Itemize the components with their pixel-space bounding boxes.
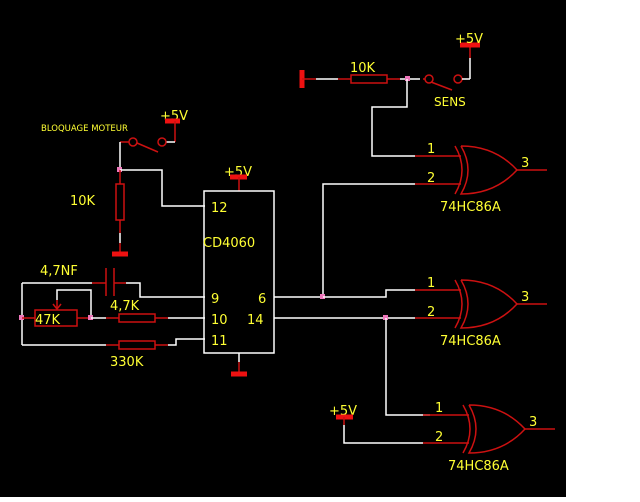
gate-pin-3: 3	[521, 156, 529, 171]
label-pot: 47K	[35, 313, 61, 328]
pin-6: 6	[258, 292, 266, 307]
pin-9: 9	[211, 292, 219, 307]
gate-body	[459, 279, 519, 329]
gate-pin-2: 2	[427, 171, 435, 186]
xor-gate: 1 2 3 74HC86A	[415, 276, 547, 349]
switch-block-lever	[136, 142, 159, 153]
label-vcc-sens: +5V	[455, 32, 483, 47]
junction-node	[405, 76, 410, 81]
resistor-330k	[118, 340, 156, 350]
label-switch-sens: SENS	[434, 95, 466, 109]
pin-14: 14	[247, 313, 264, 328]
resistor-10k-sens	[350, 74, 388, 84]
schematic-canvas: 10K +5V SENS BLOQUAGE MOTEUR +5V 10K	[0, 0, 566, 497]
gate-part-name: 74HC86A	[440, 200, 501, 215]
label-bloquage-moteur: BLOQUAGE MOTEUR	[41, 124, 128, 134]
label-r-sens: 10K	[350, 61, 376, 76]
oscillator-network: 4,7NF 47K 4,7K 330K	[19, 264, 205, 370]
xor-gates: 1 2 3 74HC86A 1 2 3 74HC86A 1 2 3 74HC86A	[415, 142, 555, 474]
gate-pin-1: 1	[427, 276, 435, 291]
pin-11: 11	[211, 334, 228, 349]
gate-pin-2: 2	[427, 305, 435, 320]
gate-pin-2: 2	[435, 430, 443, 445]
ic-cd4060: +5V CD4060 12 9 10 11 6 14	[203, 165, 275, 377]
label-r-330: 330K	[110, 355, 144, 370]
gate-body	[459, 145, 519, 195]
label-cap: 4,7NF	[40, 264, 78, 279]
gate-pin-1: 1	[427, 142, 435, 157]
ic-name: CD4060	[203, 236, 255, 251]
label-r-47: 4,7K	[110, 299, 140, 314]
gate-pin-3: 3	[521, 290, 529, 305]
resistor-4-7k	[118, 313, 156, 323]
gate-xor-curve	[454, 279, 463, 329]
output-wiring: +5V	[274, 183, 430, 444]
gate-body	[467, 404, 527, 454]
pin-12: 12	[211, 201, 228, 216]
pin-10: 10	[211, 313, 228, 328]
sens-circuit: 10K +5V SENS	[299, 32, 483, 157]
switch-block-contact	[157, 137, 167, 147]
label-r-block: 10K	[70, 194, 96, 209]
resistor-10k-block	[115, 183, 125, 221]
xor-gate: 1 2 3 74HC86A	[423, 401, 555, 474]
switch-sens-lever	[430, 81, 453, 91]
gate-part-name: 74HC86A	[440, 334, 501, 349]
bloquage-circuit: BLOQUAGE MOTEUR +5V 10K	[41, 109, 205, 257]
gate-part-name: 74HC86A	[448, 459, 509, 474]
gate-pin-3: 3	[529, 415, 537, 430]
gate-pin-1: 1	[435, 401, 443, 416]
xor-gate: 1 2 3 74HC86A	[415, 142, 547, 215]
schematic-diagram: 10K +5V SENS BLOQUAGE MOTEUR +5V 10K	[19, 32, 555, 474]
gate-xor-curve	[462, 404, 471, 454]
gate-xor-curve	[454, 145, 463, 195]
